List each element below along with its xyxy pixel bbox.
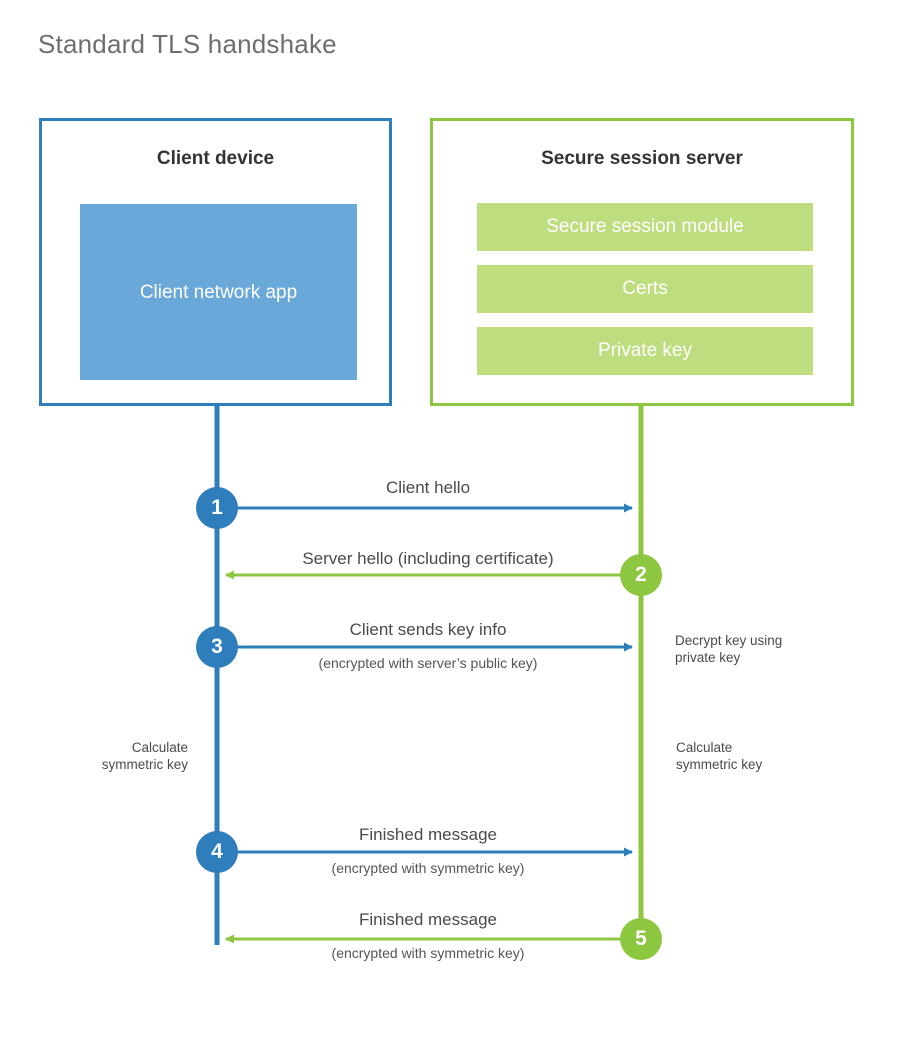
step-marker-1[interactable]: 1	[196, 487, 238, 529]
step-marker-4[interactable]: 4	[196, 831, 238, 873]
step-5-label-group: Finished message (encrypted with symmetr…	[228, 910, 628, 962]
page-title: Standard TLS handshake	[38, 29, 337, 59]
client-network-app-block: Client network app	[80, 204, 357, 380]
step-4-label: Finished message	[359, 825, 497, 844]
step-marker-2[interactable]: 2	[620, 554, 662, 596]
step-5-label: Finished message	[359, 910, 497, 929]
annotation-server-decrypt: Decrypt key using private key	[675, 633, 783, 665]
step-1-label: Client hello	[385, 478, 471, 497]
step-4-sublabel: (encrypted with symmetric key)	[331, 860, 525, 876]
step-4-label-group: Finished message (encrypted with symmetr…	[228, 825, 628, 877]
secure-session-server-title: Secure session server	[541, 148, 743, 169]
step-1-label-group: Client hello	[228, 478, 628, 498]
secure-session-server-box: Secure session server Secure session mod…	[430, 118, 854, 406]
server-component-private-key: Private key	[477, 327, 813, 375]
step-2-label-group: Server hello (including certificate)	[228, 549, 628, 569]
step-3-sublabel: (encrypted with server’s public key)	[318, 655, 538, 671]
step-marker-5[interactable]: 5	[620, 918, 662, 960]
annotation-client-calculate-symmetric-key: Calculate symmetric key	[101, 740, 188, 772]
step-5-sublabel: (encrypted with symmetric key)	[331, 945, 525, 961]
step-3-label: Client sends key info	[349, 620, 507, 639]
client-device-title: Client device	[156, 148, 275, 169]
step-3-label-group: Client sends key info (encrypted with se…	[228, 620, 628, 672]
server-component-certs: Certs	[477, 265, 813, 313]
client-device-box: Client device Client network app	[39, 118, 392, 406]
server-component-list: Secure session module Certs Private key	[477, 203, 813, 375]
annotation-server-calculate-symmetric-key: Calculate symmetric key	[676, 740, 763, 772]
step-marker-3[interactable]: 3	[196, 626, 238, 668]
server-component-secure-session-module: Secure session module	[477, 203, 813, 251]
step-2-label: Server hello (including certificate)	[302, 549, 554, 568]
